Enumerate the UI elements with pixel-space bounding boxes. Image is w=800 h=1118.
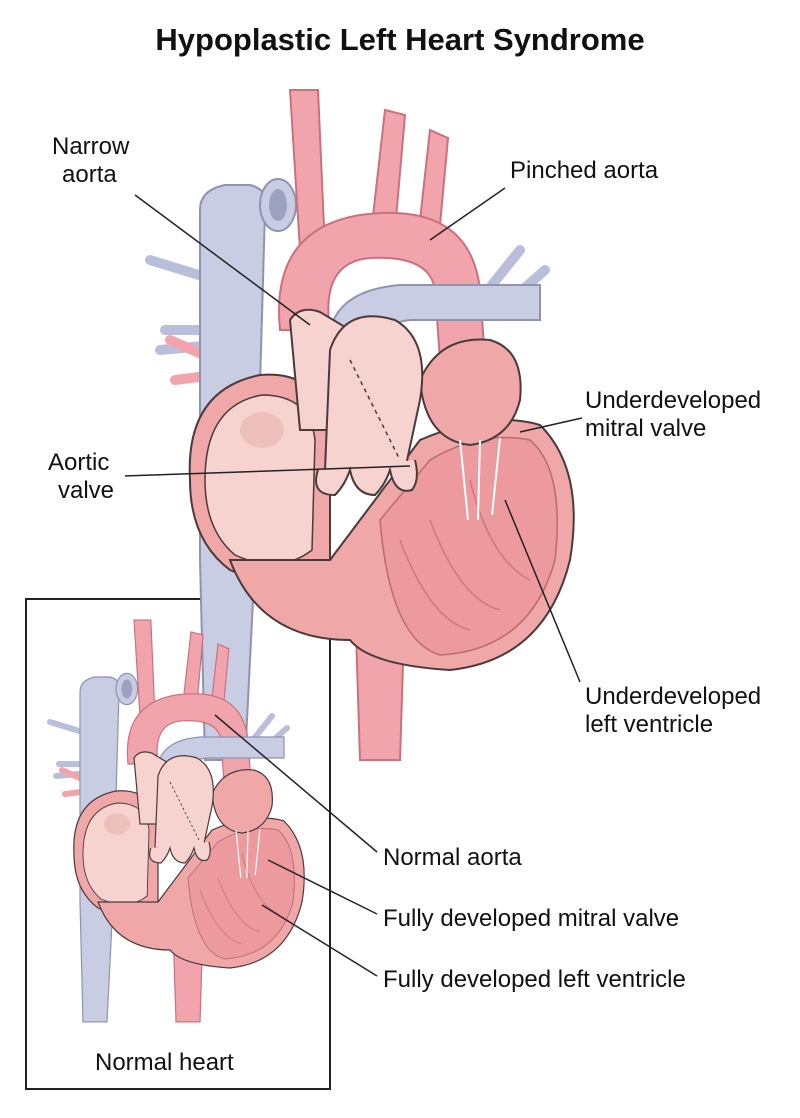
label-pinched-aorta: Pinched aorta bbox=[510, 157, 659, 184]
label-line: aorta bbox=[62, 161, 117, 188]
label-normal-aorta: Normal aorta bbox=[383, 844, 522, 871]
label-underdeveloped-mitral-valve: Underdeveloped mitral valve bbox=[585, 387, 761, 443]
label-line: left ventricle bbox=[585, 711, 714, 738]
label-underdeveloped-left-ventricle: Underdeveloped left ventricle bbox=[585, 683, 761, 739]
leader-lines bbox=[124, 187, 583, 977]
normal-heart-illustration bbox=[50, 620, 304, 1022]
leader-normal-aorta bbox=[214, 714, 378, 853]
label-narrow-aorta: Narrow aorta bbox=[52, 133, 129, 189]
hlhs-heart-illustration bbox=[150, 90, 574, 760]
label-line: Narrow bbox=[52, 133, 130, 160]
leader-mitral-valve bbox=[519, 417, 583, 433]
leader-left-ventricle bbox=[504, 499, 581, 683]
leader-aortic-valve bbox=[124, 465, 411, 477]
leader-narrow-aorta bbox=[134, 194, 311, 326]
diagram-title: Hypoplastic Left Heart Syndrome bbox=[155, 22, 645, 57]
label-fully-developed-left-ventricle: Fully developed left ventricle bbox=[383, 966, 686, 993]
leader-full-left-ventricle bbox=[261, 904, 378, 977]
label-line: Underdeveloped bbox=[585, 387, 762, 414]
label-aortic-valve: Aortic valve bbox=[48, 449, 114, 505]
label-line: valve bbox=[58, 477, 115, 504]
label-normal-heart: Normal heart bbox=[95, 1049, 234, 1076]
label-line: Aortic bbox=[48, 449, 110, 476]
label-fully-developed-mitral-valve: Fully developed mitral valve bbox=[383, 905, 680, 932]
normal-heart-inset-frame bbox=[25, 598, 331, 1090]
leader-full-mitral-valve bbox=[267, 859, 378, 915]
label-line: Underdeveloped bbox=[585, 683, 762, 710]
leader-pinched-aorta bbox=[429, 187, 506, 241]
label-line: mitral valve bbox=[585, 415, 707, 442]
